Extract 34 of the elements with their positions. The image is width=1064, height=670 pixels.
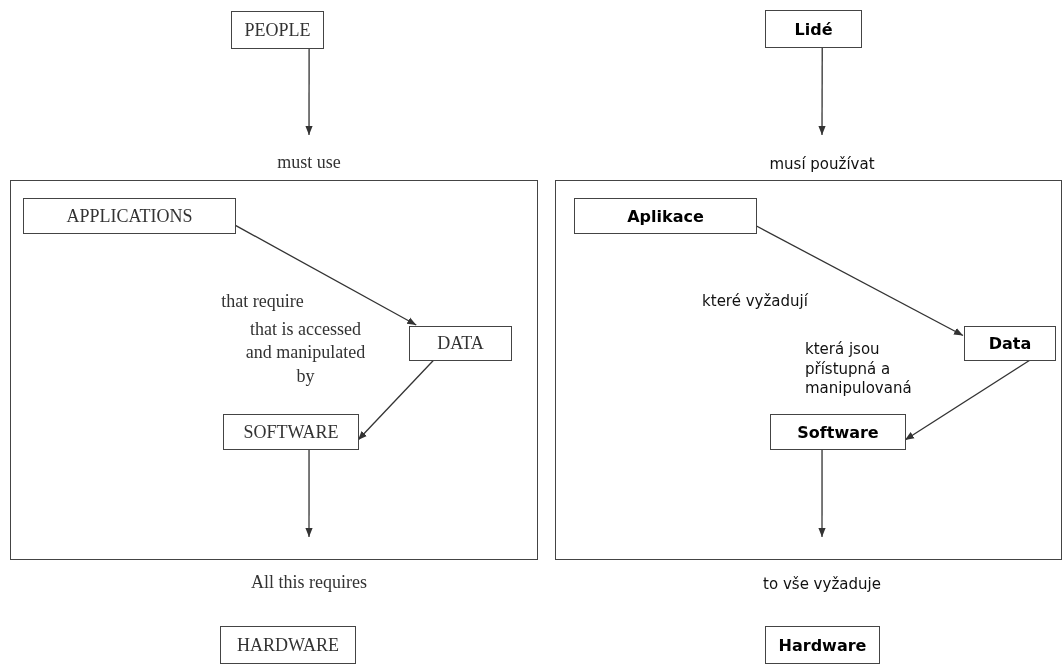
box-label: HARDWARE xyxy=(237,634,339,656)
process-box xyxy=(765,626,880,664)
process-box xyxy=(574,198,757,234)
flow-text: to vše vyžaduje xyxy=(742,537,902,593)
process-box xyxy=(220,626,356,664)
arrow xyxy=(818,47,826,136)
process-box xyxy=(23,198,236,234)
process-box xyxy=(765,10,862,48)
flow-text: All this requires xyxy=(199,537,419,593)
arrow xyxy=(305,448,313,538)
box-label: Hardware xyxy=(778,635,867,655)
arrow xyxy=(305,48,313,136)
box-label: Lidé xyxy=(794,19,833,39)
process-box xyxy=(231,11,324,49)
process-box xyxy=(409,326,512,361)
process-box xyxy=(223,414,359,450)
arrow xyxy=(818,448,826,538)
group-frame xyxy=(555,180,1062,560)
box-label: Aplikace xyxy=(627,206,704,226)
flow-text: musí používat xyxy=(752,135,892,173)
arrow xyxy=(357,359,435,441)
group-frame xyxy=(10,180,538,560)
process-box xyxy=(770,414,906,450)
box-label: APPLICATIONS xyxy=(66,205,193,227)
arrow xyxy=(755,225,964,337)
box-label: DATA xyxy=(437,333,484,354)
arrow xyxy=(234,224,417,326)
box-label: PEOPLE xyxy=(244,19,311,41)
flow-text: must use xyxy=(250,135,368,173)
box-label: SOFTWARE xyxy=(243,421,339,443)
process-box xyxy=(964,326,1056,361)
box-label: Data xyxy=(988,334,1032,353)
box-label: Software xyxy=(797,422,879,442)
arrow xyxy=(904,359,1031,441)
